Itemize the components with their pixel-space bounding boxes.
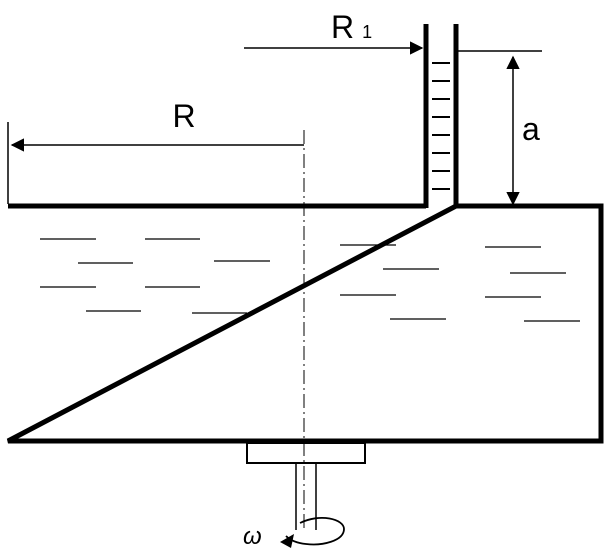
label-r1-main: R <box>331 9 354 45</box>
shaft-bearing <box>246 442 366 464</box>
label-r: R <box>172 98 195 134</box>
liquid-hatching <box>40 238 580 322</box>
tube-graduations <box>432 62 450 190</box>
rotation-arrow <box>285 516 345 546</box>
rotation-arrowhead <box>280 534 294 548</box>
label-a: a <box>522 111 540 147</box>
vessel-outline <box>6 203 604 444</box>
label-omega: ω <box>243 523 262 550</box>
label-r1-sub: 1 <box>362 22 372 42</box>
